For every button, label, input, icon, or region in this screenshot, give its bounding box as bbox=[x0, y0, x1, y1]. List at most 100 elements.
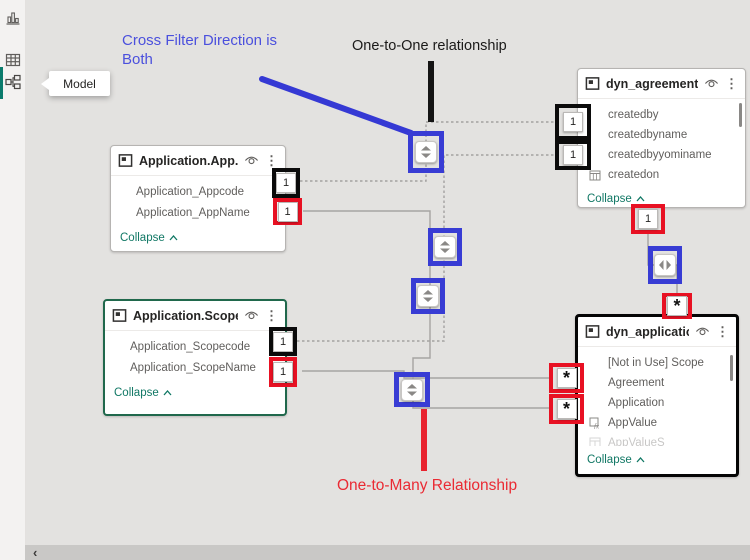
field-label: Application_AppName bbox=[136, 207, 250, 219]
chevron-up-icon bbox=[163, 390, 172, 396]
cross-filter-both-icon[interactable] bbox=[415, 141, 437, 163]
cross-filter-single-icon[interactable] bbox=[654, 254, 676, 276]
field-row[interactable]: fx AppValue bbox=[578, 413, 736, 433]
cardinality-one-chip[interactable]: 1 bbox=[276, 173, 296, 193]
field-label: Application_Scopecode bbox=[130, 341, 251, 353]
cross-filter-both-icon[interactable] bbox=[417, 285, 439, 307]
field-row[interactable]: Application_Scopecode bbox=[105, 337, 285, 358]
field-row[interactable]: Agreement bbox=[578, 373, 736, 393]
cardinality-marker-application-app: * bbox=[549, 394, 584, 424]
field-label: createdbyname bbox=[608, 129, 688, 141]
cardinality-marker-scope-scopecode: 1 bbox=[269, 327, 297, 356]
cross-filter-highlight-box bbox=[411, 278, 445, 314]
field-row[interactable]: [Not in Use] Scope bbox=[578, 353, 736, 373]
cardinality-one-chip[interactable]: 1 bbox=[273, 331, 293, 352]
field-row[interactable]: createdby bbox=[578, 105, 745, 125]
table-card-dyn-agreement[interactable]: dyn_agreement ⋮ createdby createdbyname … bbox=[577, 68, 746, 208]
field-label: createdby bbox=[608, 109, 659, 121]
collapse-label: Collapse bbox=[587, 193, 632, 205]
field-row[interactable]: Application_ScopeName bbox=[105, 358, 285, 379]
eye-icon[interactable] bbox=[704, 78, 719, 89]
cardinality-many-chip[interactable]: * bbox=[556, 368, 577, 388]
table-card-dyn-application[interactable]: dyn_application ⋮ [Not in Use] Scope Agr… bbox=[575, 314, 739, 477]
table-icon bbox=[585, 77, 600, 90]
cardinality-marker-agreement-1: 1 bbox=[555, 104, 591, 140]
cardinality-many-chip[interactable]: * bbox=[556, 399, 577, 419]
horizontal-scrollbar[interactable]: ‹ bbox=[25, 545, 750, 560]
table-title: Application.App... bbox=[139, 153, 238, 168]
tooltip-arrow bbox=[41, 78, 49, 90]
cardinality-marker-application-scope: * bbox=[549, 363, 584, 393]
calendar-icon bbox=[589, 170, 601, 181]
collapse-label: Collapse bbox=[120, 232, 165, 244]
more-options-icon[interactable]: ⋮ bbox=[265, 308, 278, 323]
annotation-cross-filter-direction: Cross Filter Direction is Both bbox=[122, 32, 278, 68]
cardinality-marker-agreement-2: 1 bbox=[555, 140, 591, 170]
tooltip-label: Model bbox=[63, 76, 96, 91]
cross-filter-both-icon[interactable] bbox=[401, 378, 423, 401]
cross-filter-highlight-box bbox=[428, 228, 462, 266]
table-scrollbar-thumb[interactable] bbox=[730, 355, 733, 381]
eye-icon[interactable] bbox=[244, 155, 259, 166]
model-view-icon[interactable] bbox=[5, 74, 21, 90]
collapse-link[interactable]: Collapse bbox=[111, 232, 285, 251]
collapse-link[interactable]: Collapse bbox=[578, 193, 745, 212]
collapse-link[interactable]: Collapse bbox=[105, 387, 285, 406]
cardinality-one-chip[interactable]: 1 bbox=[277, 201, 298, 222]
table-title: dyn_agreement bbox=[606, 76, 698, 91]
cross-filter-highlight-box bbox=[408, 131, 444, 173]
cardinality-one-chip[interactable]: 1 bbox=[563, 145, 583, 165]
more-options-icon[interactable]: ⋮ bbox=[725, 76, 738, 91]
table-header-application-app[interactable]: Application.App... ⋮ bbox=[111, 146, 285, 176]
chevron-up-icon bbox=[636, 457, 645, 463]
view-switcher-sidebar bbox=[0, 0, 26, 560]
cross-filter-highlight-box bbox=[648, 246, 682, 284]
annotation-one-to-many: One-to-Many Relationship bbox=[337, 477, 518, 494]
cardinality-one-chip[interactable]: 1 bbox=[638, 209, 658, 229]
table-title: Application.Scope bbox=[133, 308, 238, 323]
table-card-application-app[interactable]: Application.App... ⋮ Application_Appcode… bbox=[110, 145, 286, 252]
table-card-application-scope[interactable]: Application.Scope ⋮ Application_Scopecod… bbox=[103, 299, 287, 416]
field-label: [Not in Use] Scope bbox=[608, 357, 704, 369]
cardinality-marker-scope-scopename: 1 bbox=[269, 357, 297, 387]
field-label: Application_Appcode bbox=[136, 186, 245, 198]
scroll-left-icon[interactable]: ‹ bbox=[33, 545, 38, 560]
field-row[interactable]: createdon bbox=[578, 165, 745, 185]
report-view-icon[interactable] bbox=[5, 10, 21, 26]
cardinality-marker-agreement-bottom: 1 bbox=[631, 204, 665, 234]
cardinality-one-chip[interactable]: 1 bbox=[563, 112, 583, 132]
eye-icon[interactable] bbox=[244, 310, 259, 321]
svg-text:fx: fx bbox=[594, 423, 600, 430]
collapse-link[interactable]: Collapse bbox=[578, 454, 736, 473]
field-row[interactable]: Application bbox=[578, 393, 736, 413]
field-row[interactable]: createdbyname bbox=[578, 125, 745, 145]
field-row[interactable]: AppValueS bbox=[578, 433, 736, 446]
function-icon: fx bbox=[589, 417, 600, 430]
more-options-icon[interactable]: ⋮ bbox=[716, 324, 729, 339]
field-row[interactable]: createdbyyominame bbox=[578, 145, 745, 165]
cardinality-one-chip[interactable]: 1 bbox=[273, 362, 293, 382]
table-header-application-scope[interactable]: Application.Scope ⋮ bbox=[105, 301, 285, 331]
cardinality-many-chip[interactable]: * bbox=[667, 296, 687, 316]
eye-icon[interactable] bbox=[695, 326, 710, 337]
cardinality-marker-application-top: * bbox=[662, 293, 692, 319]
more-options-icon[interactable]: ⋮ bbox=[265, 153, 278, 168]
field-label: AppValueS bbox=[608, 437, 665, 446]
annotation-one-to-one: One-to-One relationship bbox=[352, 38, 507, 54]
model-view-tooltip: Model bbox=[41, 71, 110, 96]
data-view-icon[interactable] bbox=[5, 52, 21, 68]
field-label: Agreement bbox=[608, 377, 665, 389]
table-scrollbar-thumb[interactable] bbox=[739, 103, 742, 127]
table-header-dyn-agreement[interactable]: dyn_agreement ⋮ bbox=[578, 69, 745, 99]
collapse-label: Collapse bbox=[114, 387, 159, 399]
cross-filter-both-icon[interactable] bbox=[434, 236, 456, 258]
field-row[interactable]: Application_Appcode bbox=[111, 182, 285, 203]
field-label: Application bbox=[608, 397, 665, 409]
table-icon bbox=[112, 309, 127, 322]
field-row[interactable]: Application_AppName bbox=[111, 203, 285, 224]
cross-filter-highlight-box bbox=[394, 372, 430, 407]
table-header-dyn-application[interactable]: dyn_application ⋮ bbox=[578, 317, 736, 347]
table-icon bbox=[118, 154, 133, 167]
chevron-up-icon bbox=[169, 235, 178, 241]
